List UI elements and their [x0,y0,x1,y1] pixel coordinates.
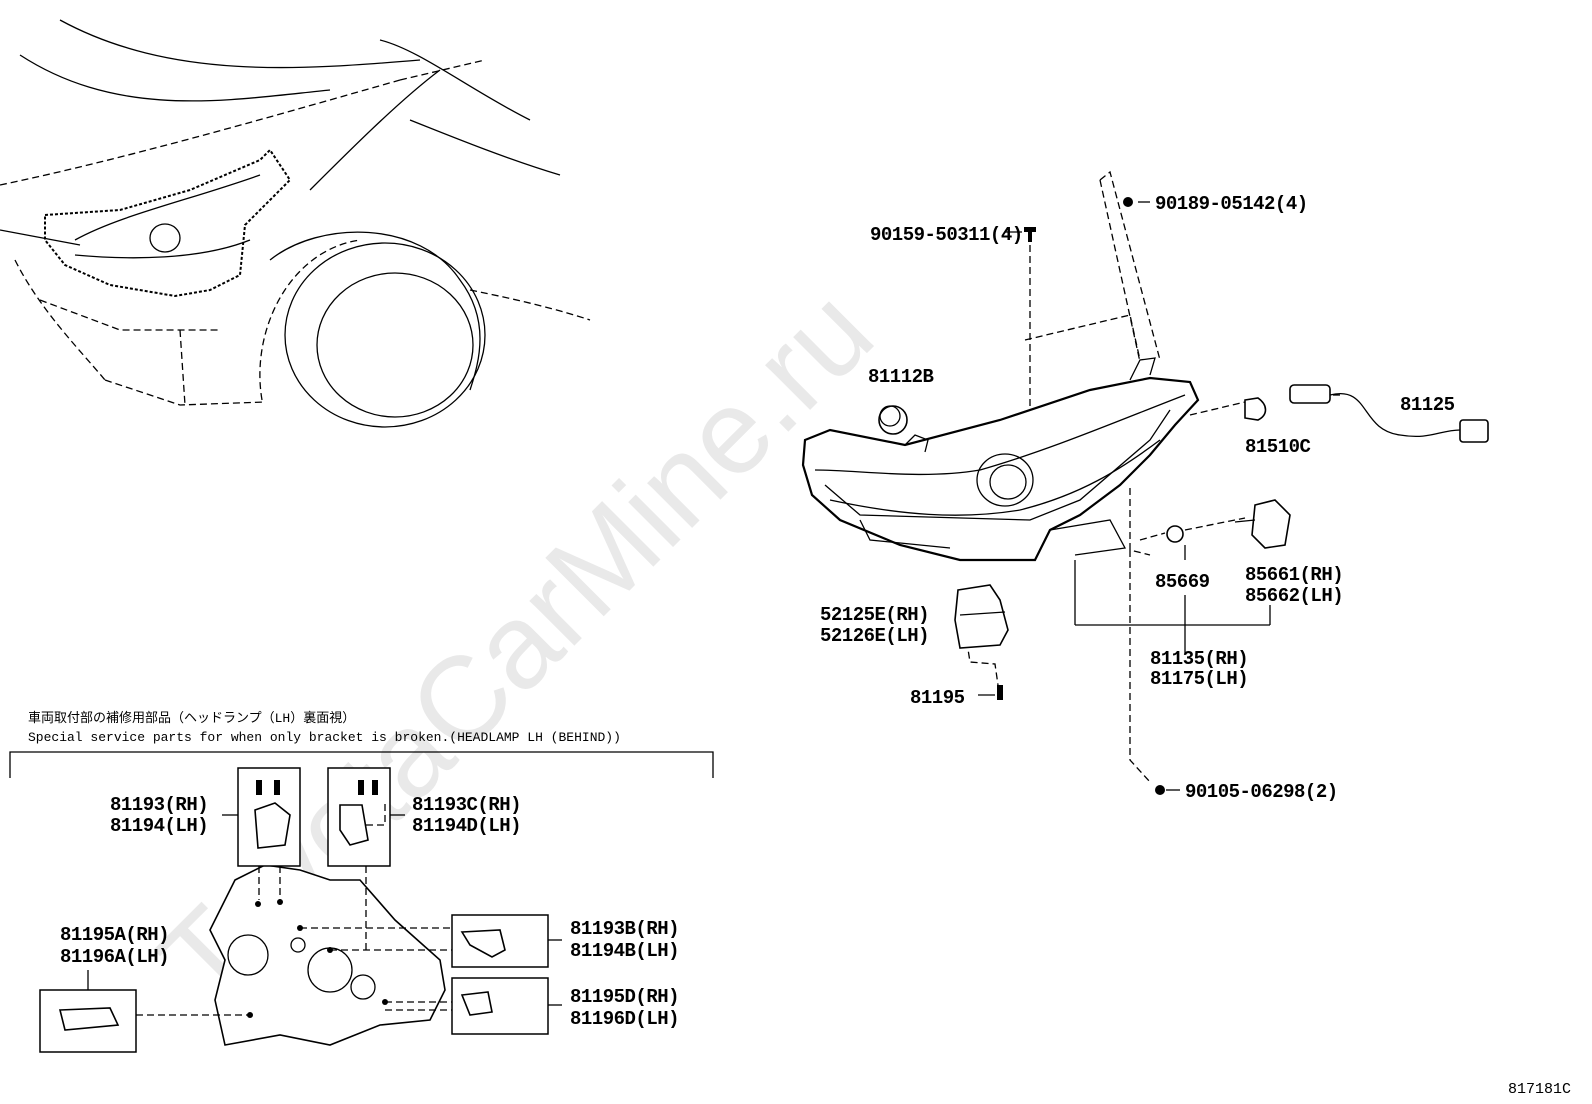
label-81193c: 81193C(RH) [412,794,521,816]
vehicle-location-sketch [0,19,591,428]
label-90105: 90105-06298(2) [1185,781,1338,803]
part-labels: 90189-05142(4) 90159-50311(4) 81112B 811… [820,193,1455,803]
bracket-52125E [954,584,1009,649]
nut-90189 [1123,197,1133,207]
label-81194b: 81194B(LH) [570,940,679,962]
label-81112b: 81112B [868,366,934,388]
screw-81195 [997,685,1003,700]
label-81194: 81194(LH) [110,815,208,837]
label-85662: 85662(LH) [1245,585,1343,607]
headlamp-assembly [801,170,1246,783]
label-81195: 81195 [910,687,965,709]
callout-title-en: Special service parts for when only brac… [28,730,621,745]
label-81196a: 81196A(LH) [60,946,169,968]
label-81195d: 81195D(RH) [570,986,679,1008]
callout-title-ja: 車両取付部の補修用部品（ヘッドランプ（LH）裏面視） [28,711,355,726]
grommet-81112B [878,405,908,435]
actuator-85661 [1234,499,1291,549]
wire-harness-81125 [1289,384,1489,443]
screw-90159 [1024,227,1036,242]
figure-reference: 817181C [1508,1081,1571,1098]
label-81193b: 81193B(RH) [570,918,679,940]
label-81125: 81125 [1400,394,1455,416]
label-81195a: 81195A(RH) [60,924,169,946]
label-52125e: 52125E(RH) [820,604,929,626]
label-81135: 81135(RH) [1150,648,1248,670]
label-85661: 85661(RH) [1245,564,1343,586]
label-81194d: 81194D(LH) [412,815,521,837]
label-85669: 85669 [1155,571,1210,593]
label-90189: 90189-05142(4) [1155,193,1308,215]
label-81193: 81193(RH) [110,794,208,816]
label-52126e: 52126E(LH) [820,625,929,647]
service-parts-callout: 車両取付部の補修用部品（ヘッドランプ（LH）裏面視） Special servi… [9,711,714,1053]
label-81510c: 81510C [1245,436,1311,458]
label-81196d: 81196D(LH) [570,1008,679,1030]
nut-90105 [1155,785,1165,795]
o-ring-85669 [1166,525,1184,543]
label-81175: 81175(LH) [1150,668,1248,690]
label-90159: 90159-50311(4) [870,224,1023,246]
bulb-cap-81510C [1244,397,1267,421]
leader-lines [978,201,1340,791]
